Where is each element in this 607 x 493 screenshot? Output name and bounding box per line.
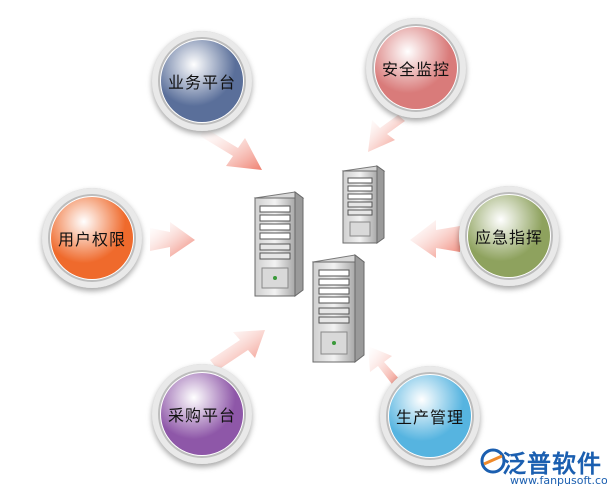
arrow-production-management — [368, 346, 402, 388]
node-procurement-platform: 采购平台 — [152, 364, 252, 464]
node-label: 应急指挥 — [474, 228, 543, 247]
node-emergency-command: 应急指挥 — [459, 186, 559, 286]
arrow-user-permissions — [150, 222, 195, 257]
arrow-business-platform — [200, 128, 262, 170]
server-bottom-icon — [311, 253, 366, 364]
node-production-management-core: 生产管理 — [389, 375, 471, 457]
logo-brand-text: 泛普软件 — [502, 450, 602, 478]
node-production-management: 生产管理 — [380, 366, 480, 466]
node-label: 生产管理 — [395, 408, 464, 427]
node-user-permissions: 用户权限 — [42, 188, 142, 288]
node-label: 用户权限 — [57, 230, 126, 249]
logo-mark-icon — [480, 448, 506, 474]
node-user-permissions-core: 用户权限 — [51, 197, 133, 279]
node-business-platform-core: 业务平台 — [161, 40, 243, 122]
node-emergency-command-core: 应急指挥 — [468, 195, 550, 277]
node-business-platform: 业务平台 — [152, 31, 252, 131]
node-label: 采购平台 — [167, 406, 236, 425]
server-top-icon — [341, 165, 386, 244]
node-security-monitoring: 安全监控 — [366, 18, 466, 118]
node-label: 安全监控 — [381, 60, 450, 79]
arrow-emergency-command — [410, 220, 460, 258]
node-label: 业务平台 — [167, 73, 236, 92]
node-procurement-platform-core: 采购平台 — [161, 373, 243, 455]
logo-url-text: www.fanpusoft.com — [510, 474, 607, 487]
node-security-monitoring-core: 安全监控 — [375, 27, 457, 109]
arrow-security-monitoring — [368, 115, 405, 152]
server-left-icon — [253, 191, 305, 297]
arrow-procurement-platform — [210, 330, 265, 370]
fanpu-logo: 泛普软件 www.fanpusoft.com — [480, 442, 607, 490]
